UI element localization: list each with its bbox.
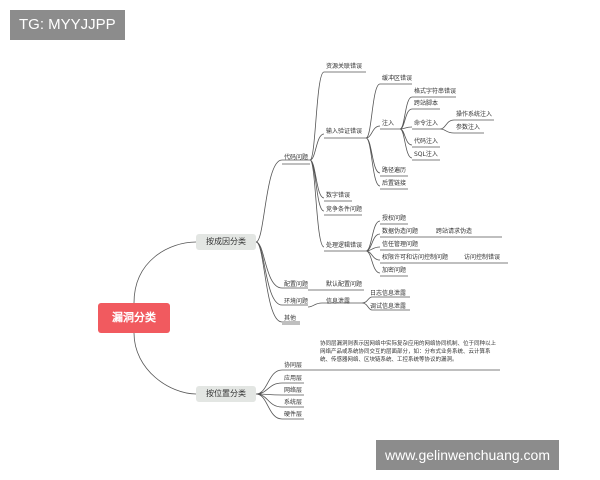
node-format[interactable]: 格式字符串错误 <box>414 88 457 95</box>
node-xss[interactable]: 跨站脚本 <box>414 100 439 107</box>
watermark-top: TG: MYYJJPP <box>10 10 125 40</box>
node-app[interactable]: 应用层 <box>284 375 303 382</box>
protocol-description: 协同层漏洞则表示因网络中实际复杂应用的网络协同机制、位于同种以上网络产品或系统协… <box>320 341 497 363</box>
node-authz[interactable]: 授权问题 <box>382 215 407 222</box>
node-other[interactable]: 其他 <box>284 315 297 322</box>
node-csrf[interactable]: 跨站请求伪造 <box>436 228 473 235</box>
node-path[interactable]: 路径遍历 <box>382 167 407 174</box>
node-forge[interactable]: 数据伪造问题 <box>382 228 419 235</box>
edge-leak-children <box>361 296 410 311</box>
node-perm[interactable]: 权限许可和访问控制问题 <box>382 254 449 261</box>
node-hw[interactable]: 硬件层 <box>284 411 303 418</box>
node-logic[interactable]: 处理逻辑错误 <box>326 242 363 249</box>
node-inject[interactable]: 注入 <box>382 120 395 127</box>
node-debug-leak[interactable]: 调试信息泄露 <box>370 303 407 310</box>
edge-logic-children <box>365 220 381 274</box>
node-input[interactable]: 输入验证错误 <box>326 128 363 135</box>
node-param[interactable]: 参数注入 <box>456 124 481 131</box>
edge-code-children <box>309 71 325 248</box>
node-buffer[interactable]: 缓冲区错误 <box>382 75 413 82</box>
node-cmd[interactable]: 命令注入 <box>414 120 439 127</box>
node-net[interactable]: 网络层 <box>284 387 303 394</box>
node-cause[interactable]: 按成因分类 <box>196 234 256 250</box>
watermark-bottom: www.gelinwenchuang.com <box>376 440 559 470</box>
node-code[interactable]: 代码问题 <box>284 154 309 161</box>
edge-position-children <box>255 369 304 420</box>
edge-root-cause <box>133 241 197 304</box>
node-sql[interactable]: SQL注入 <box>414 151 438 158</box>
node-log-leak[interactable]: 日志信息泄露 <box>370 290 407 297</box>
node-trust[interactable]: 信任管理问题 <box>382 241 419 248</box>
node-race[interactable]: 竞争条件问题 <box>326 206 363 213</box>
node-os[interactable]: 操作系统注入 <box>456 111 493 118</box>
edge-cause-code <box>255 159 310 243</box>
edge-cause-other <box>255 241 300 323</box>
node-sys[interactable]: 系统层 <box>284 399 303 406</box>
node-position[interactable]: 按位置分类 <box>196 386 256 402</box>
node-numeric[interactable]: 数字错误 <box>326 192 351 199</box>
edge-cause-env <box>255 241 308 306</box>
edge-inject-children <box>399 96 413 159</box>
node-protocol[interactable]: 协同层 <box>284 362 303 369</box>
node-config[interactable]: 配置问题 <box>284 281 309 288</box>
edge-input-children <box>365 83 381 187</box>
node-link[interactable]: 后置链接 <box>382 180 407 187</box>
node-default-config[interactable]: 默认配置问题 <box>326 281 363 288</box>
edge-root-position <box>133 332 197 395</box>
node-resource[interactable]: 资源关联错误 <box>326 63 363 70</box>
node-env[interactable]: 环境问题 <box>284 298 309 305</box>
node-code-inject[interactable]: 代码注入 <box>414 138 439 145</box>
node-leak[interactable]: 信息泄露 <box>326 298 351 305</box>
node-crypto[interactable]: 加密问题 <box>382 267 407 274</box>
node-access[interactable]: 访问控制错误 <box>464 254 501 261</box>
root-node[interactable]: 漏洞分类 <box>98 303 170 333</box>
